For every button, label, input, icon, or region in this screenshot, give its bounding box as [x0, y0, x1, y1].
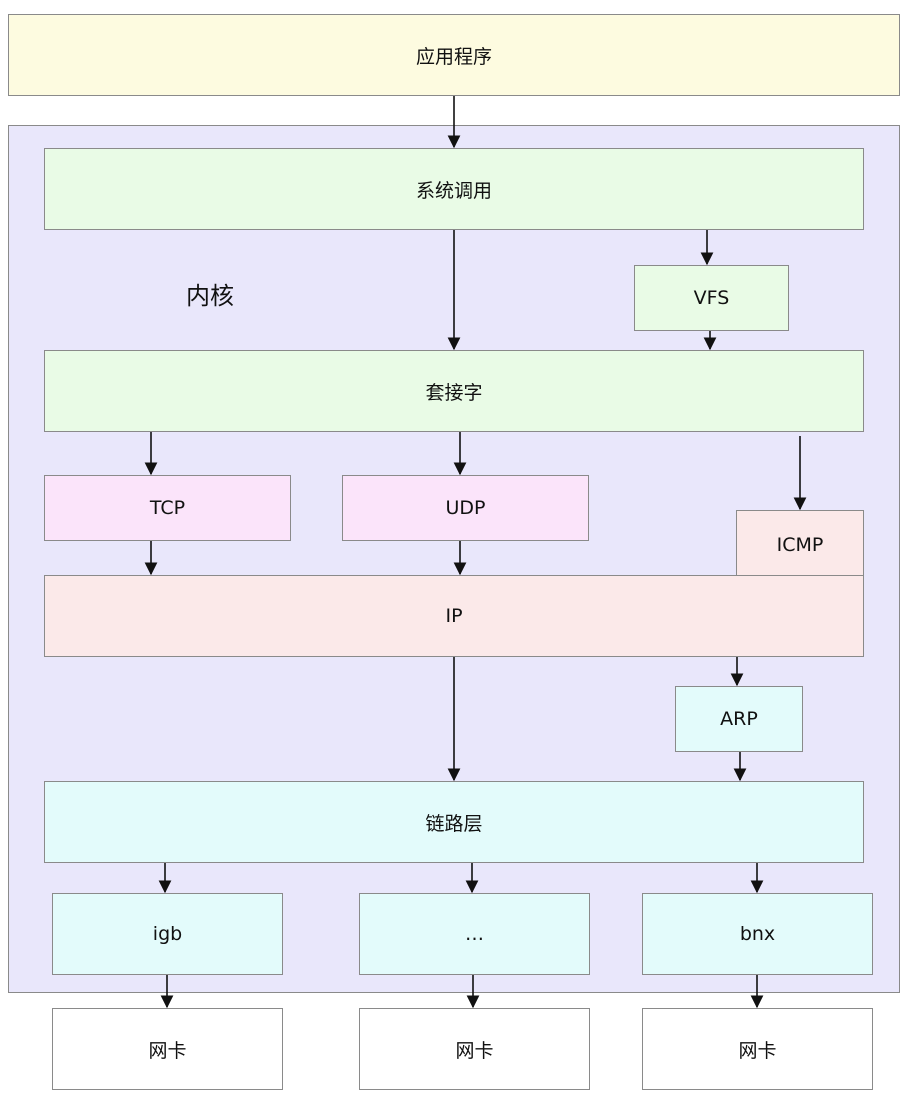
link-layer-box: 链路层 — [44, 781, 864, 863]
nic-box-2: 网卡 — [359, 1008, 590, 1090]
arp-box: ARP — [675, 686, 803, 752]
nic-box-3: 网卡 — [642, 1008, 873, 1090]
syscall-label: 系统调用 — [415, 179, 492, 202]
driver-ellipsis-label: … — [465, 923, 484, 945]
arp-label: ARP — [720, 708, 758, 730]
ip-box: IP — [44, 575, 864, 657]
app-label: 应用程序 — [415, 45, 492, 68]
nic-label-3: 网卡 — [738, 1039, 777, 1062]
kernel-label: 内核 — [186, 282, 234, 310]
nic-label-2: 网卡 — [455, 1039, 494, 1062]
driver-ellipsis-box: … — [359, 893, 590, 975]
tcp-label: TCP — [149, 497, 186, 519]
link-layer-label: 链路层 — [425, 812, 483, 835]
vfs-box: VFS — [634, 265, 789, 331]
driver-bnx-box: bnx — [642, 893, 873, 975]
driver-igb-label: igb — [152, 923, 183, 945]
vfs-label: VFS — [693, 287, 730, 309]
nic-box-1: 网卡 — [52, 1008, 283, 1090]
driver-igb-box: igb — [52, 893, 283, 975]
driver-bnx-label: bnx — [739, 923, 776, 945]
udp-box: UDP — [342, 475, 589, 541]
ip-label: IP — [445, 605, 463, 627]
syscall-box: 系统调用 — [44, 148, 864, 230]
socket-box: 套接字 — [44, 350, 864, 432]
icmp-box: ICMP — [736, 510, 864, 580]
app-box: 应用程序 — [8, 14, 900, 96]
icmp-label: ICMP — [776, 534, 824, 556]
tcp-box: TCP — [44, 475, 291, 541]
udp-label: UDP — [445, 497, 486, 519]
nic-label-1: 网卡 — [148, 1039, 187, 1062]
socket-label: 套接字 — [425, 381, 483, 404]
